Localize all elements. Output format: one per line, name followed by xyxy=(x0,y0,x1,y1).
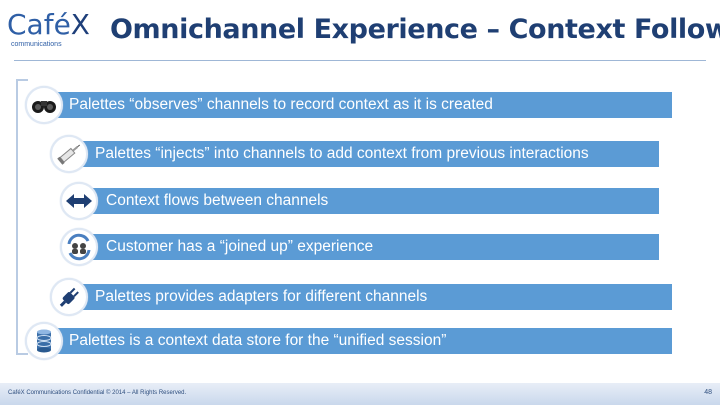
list-item-label: Palettes provides adapters for different… xyxy=(95,288,428,305)
list-item-label: Palettes “observes” channels to record c… xyxy=(69,96,493,113)
list-item-label: Palettes is a context data store for the… xyxy=(69,332,447,349)
page-number: 48 xyxy=(704,389,712,396)
list-bracket xyxy=(16,79,28,355)
list-item-label: Palettes “injects” into channels to add … xyxy=(95,145,589,162)
list-item-bar: Palettes “injects” into channels to add … xyxy=(75,141,659,167)
slide-header: CaféX communications Omnichannel Experie… xyxy=(0,0,720,62)
cafex-logo: CaféX communications xyxy=(7,8,97,52)
double-arrow-icon xyxy=(60,182,98,220)
database-icon xyxy=(25,322,63,360)
binoculars-icon xyxy=(25,86,63,124)
list-item-bar: Palettes “observes” channels to record c… xyxy=(50,92,672,118)
list-item-bar: Context flows between channels xyxy=(85,188,659,214)
syringe-icon xyxy=(50,135,88,173)
people-cycle-icon xyxy=(60,228,98,266)
slide-footer: CaféX Communications Confidential © 2014… xyxy=(0,383,720,405)
list-item-bar: Customer has a “joined up” experience xyxy=(85,234,659,260)
list-item-bar: Palettes is a context data store for the… xyxy=(50,328,672,354)
logo-text-x: X xyxy=(70,8,90,41)
plug-icon xyxy=(50,278,88,316)
list-item-label: Customer has a “joined up” experience xyxy=(106,238,374,255)
slide-title: Omnichannel Experience – Context Follows xyxy=(110,14,720,45)
logo-subtext: communications xyxy=(11,41,62,48)
logo-wordmark: CaféX xyxy=(7,8,90,41)
list-item-label: Context flows between channels xyxy=(106,192,329,209)
header-divider xyxy=(14,60,706,61)
logo-text-main: Café xyxy=(7,8,71,41)
list-item-bar: Palettes provides adapters for different… xyxy=(75,284,672,310)
confidential-notice: CaféX Communications Confidential © 2014… xyxy=(8,390,187,396)
